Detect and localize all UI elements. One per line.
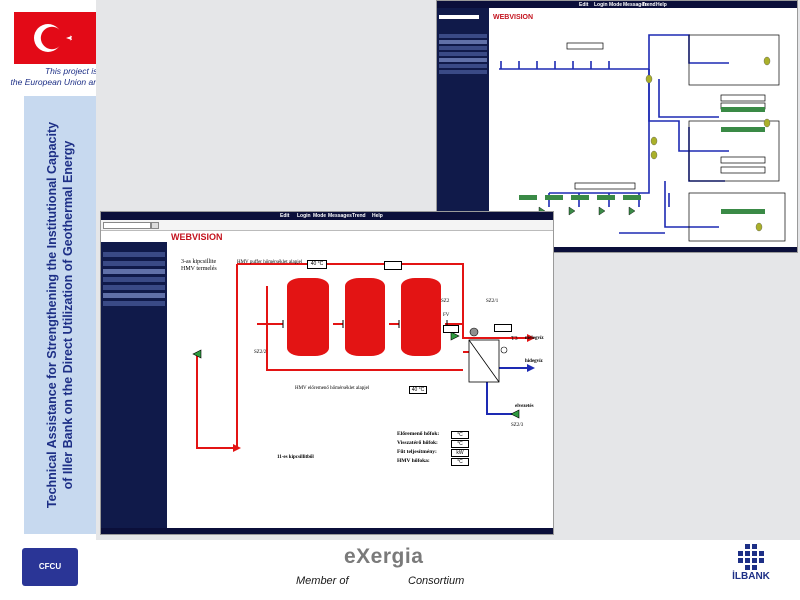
elvezetes-label: elvezetés	[515, 404, 534, 409]
sidebar-item[interactable]	[103, 269, 165, 274]
turkey-flag-graphic	[14, 12, 98, 64]
webvision-logo: WEBVISION	[493, 14, 534, 21]
sidebar	[101, 242, 167, 528]
sidebar-search-input[interactable]	[439, 15, 479, 19]
exergia-logo: eXergia	[344, 545, 424, 568]
tag-search-input[interactable]	[103, 222, 151, 229]
project-title-line-2: of Iller Bank on the Direct Utilization …	[61, 140, 75, 490]
fv-label: FV	[443, 313, 450, 318]
stat-value: °C	[451, 431, 469, 439]
sidebar-item[interactable]	[439, 58, 487, 62]
menu-help[interactable]: Help	[656, 2, 667, 8]
stat-label: HMV hőfoka:	[397, 458, 430, 464]
status-bar	[101, 528, 553, 534]
stats-panel: Előremenő hőfok: °C Visszatérő hőfok: °C…	[397, 431, 477, 467]
consortium-text: Consortium	[408, 575, 465, 587]
menu-login[interactable]: Login	[297, 213, 311, 219]
webvision-logo: WEBVISION	[171, 232, 223, 242]
project-title-banner: Technical Assistance for Strengthening t…	[24, 96, 96, 534]
menu-bar: Edit Login Mode Messages Trend Help	[101, 212, 553, 220]
forward-setpoint-label: HMV előremenő hőmérséklet alapjel	[295, 386, 370, 391]
stat-row: Előremenő hőfok: °C	[397, 431, 477, 440]
stat-value: °C	[451, 458, 469, 466]
ilbank-logo-graphic	[738, 544, 764, 570]
menu-trend[interactable]: Trend	[352, 213, 366, 219]
sidebar-item[interactable]	[439, 40, 487, 44]
stat-row: Visszatérő hőfok: °C	[397, 440, 477, 449]
fv-readout	[443, 325, 459, 333]
puffer-setpoint-value[interactable]: 40 °C	[307, 260, 327, 269]
stat-label: Visszatérő hőfok:	[397, 440, 438, 446]
sidebar-item[interactable]	[103, 277, 165, 282]
menu-messages[interactable]: Messages	[623, 2, 647, 8]
sidebar-item[interactable]	[103, 285, 165, 290]
sidebar-item[interactable]	[439, 64, 487, 68]
stat-row: Fűt teljesítmény: kW	[397, 449, 477, 458]
hidegviz-label: hidegvíz	[525, 359, 543, 364]
menu-messages[interactable]: Messages	[328, 213, 352, 219]
sidebar-item[interactable]	[103, 301, 165, 306]
sz2-label: SZ2	[441, 299, 450, 304]
menu-bar: Edit Login Mode Messages Trend Help	[437, 1, 797, 8]
sidebar-item[interactable]	[103, 252, 165, 257]
menu-mode[interactable]: Mode	[313, 213, 327, 219]
sz22-label: SZ2/2	[254, 350, 267, 355]
stat-value: kW	[451, 449, 469, 457]
screen-title-line-1: 3-as kipcsillite	[181, 259, 217, 265]
sidebar-item[interactable]	[103, 293, 165, 298]
toolbar	[101, 220, 553, 231]
overview-diagram	[499, 34, 786, 242]
member-of-text: Member of	[296, 575, 349, 587]
sz23-label: SZ2/3	[511, 423, 524, 428]
scada-screenshot-overview: Edit Login Mode Messages Trend Help WEBV…	[436, 0, 798, 253]
cfcu-logo: CFCU	[22, 548, 78, 586]
sidebar	[437, 8, 489, 246]
menu-edit[interactable]: Edit	[280, 213, 290, 219]
sidebar-item[interactable]	[103, 261, 165, 266]
hmv-process-diagram	[192, 263, 535, 452]
menu-login[interactable]: Login	[594, 2, 608, 8]
flow-readout	[494, 324, 512, 332]
scada-screenshot-hmv: Edit Login Mode Messages Trend Help WEBV…	[100, 211, 554, 535]
forward-setpoint-value[interactable]: 40 °C	[409, 386, 427, 394]
menu-trend[interactable]: Trend	[642, 2, 656, 8]
screen-title-line-2: HMV termelés	[181, 266, 217, 272]
stat-label: Fűt teljesítmény:	[397, 449, 437, 455]
stat-row: HMV hőfoka: °C	[397, 458, 477, 467]
return-source-label: 11-es kipcsillitből	[277, 455, 314, 460]
ilbank-logo: İLBANK	[726, 543, 776, 587]
stat-value: °C	[451, 440, 469, 448]
sidebar-item[interactable]	[439, 46, 487, 50]
turkey-flag	[14, 12, 98, 64]
sz21-label: SZ2/1	[486, 299, 499, 304]
t3-label: T3	[511, 336, 518, 342]
sidebar-item[interactable]	[439, 70, 487, 74]
search-button[interactable]	[151, 222, 159, 229]
ilbank-wordmark: İLBANK	[732, 571, 770, 582]
stat-label: Előremenő hőfok:	[397, 431, 440, 437]
melegviz-label: melegvíz	[525, 336, 544, 341]
sidebar-item[interactable]	[439, 52, 487, 56]
menu-mode[interactable]: Mode	[609, 2, 623, 8]
project-title: Technical Assistance for Strengthening t…	[44, 100, 76, 530]
project-title-line-1: Technical Assistance for Strengthening t…	[45, 121, 59, 509]
menu-edit[interactable]: Edit	[579, 2, 589, 8]
status-bar	[437, 247, 797, 252]
puffer-setpoint-label: HMV puffer hőmérséklet alapjel	[237, 260, 303, 265]
menu-help[interactable]: Help	[372, 213, 383, 219]
sidebar-item[interactable]	[439, 34, 487, 38]
sensor-readout	[384, 261, 402, 270]
